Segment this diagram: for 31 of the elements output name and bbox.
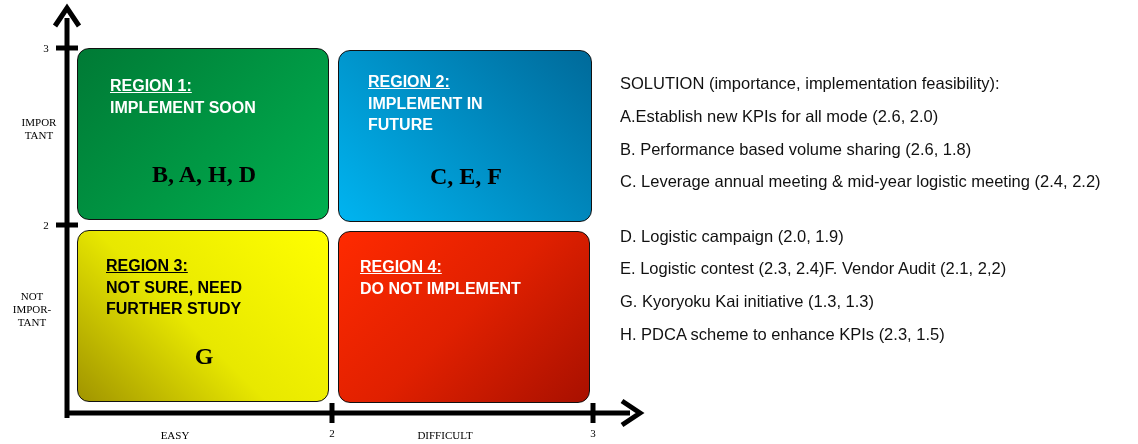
list-item: H. PDCA scheme to enhance KPIs (2.3, 1.5) (620, 324, 945, 345)
solution-letters: C, E, F (429, 163, 503, 190)
list-item: C. Leverage annual meeting & mid-year logistic meeting (2.4, 2.2) (620, 171, 1102, 192)
axis-label: EASY (159, 429, 191, 442)
quadrant-box (77, 230, 329, 402)
axis-tick-label: 2 (42, 219, 50, 232)
axis-tick-label: 3 (589, 427, 597, 440)
region-description: DO NOT IMPLEMENT (360, 279, 522, 299)
region-heading: REGION 2: (368, 72, 451, 92)
region-description: NOT SURE, NEED FURTHER STUDY (106, 278, 243, 319)
region-description: IMPLEMENT SOON (110, 98, 257, 118)
list-item: D. Logistic campaign (2.0, 1.9) (620, 226, 844, 247)
solution-letters: B, A, H, D (151, 161, 257, 188)
solution-letters: G (193, 343, 215, 370)
axis-tick-label: 3 (42, 42, 50, 55)
region-heading: REGION 4: (360, 257, 443, 277)
region-heading: REGION 3: (106, 256, 189, 276)
quadrant-box (338, 50, 592, 222)
list-item: G. Kyoryoku Kai initiative (1.3, 1.3) (620, 291, 875, 312)
axis-label: DIFFICULT (416, 429, 474, 442)
quadrant-box (338, 231, 590, 403)
region-heading: REGION 1: (110, 76, 193, 96)
list-item: A.Establish new KPIs for all mode (2.6, 2.0) (620, 106, 939, 127)
region-description: IMPLEMENT IN FUTURE (368, 94, 484, 135)
list-item: E. Logistic contest (2.3, 2.4)F. Vendor Audit (2.1, 2,2) (620, 258, 1007, 279)
quadrant-box (77, 48, 329, 220)
axis-label: IMPOR TANT (20, 116, 58, 142)
list-item: B. Performance based volume sharing (2.6, 1.8) (620, 139, 972, 160)
axis-tick-label: 2 (328, 427, 336, 440)
axis-label: NOT IMPOR- TANT (12, 290, 52, 329)
list-heading: SOLUTION (importance, implementation feasibility): (620, 73, 1000, 94)
